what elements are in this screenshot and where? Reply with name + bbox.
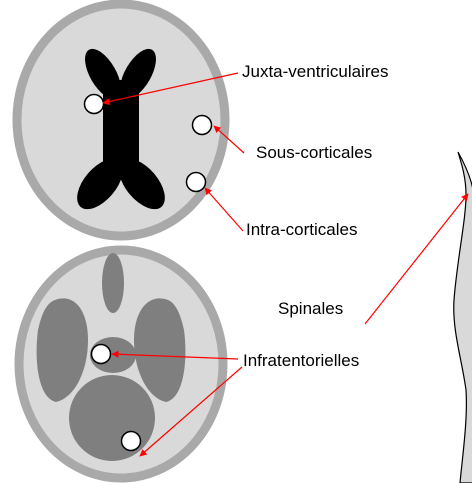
- brain-slice-lower: [19, 250, 223, 478]
- label-infratentorial: Infratentorielles: [243, 351, 359, 371]
- midline-structure: [102, 253, 124, 313]
- label-sous-cortical: Sous-corticales: [256, 143, 372, 163]
- label-spinal: Spinales: [278, 299, 343, 319]
- cerebellum: [69, 375, 155, 461]
- label-intra-cortical: Intra-corticales: [246, 220, 357, 240]
- label-juxta-ventricular: Juxta-ventriculaires: [242, 62, 388, 82]
- arrow-intra: [205, 188, 243, 231]
- arrow-spinales: [365, 194, 468, 324]
- lesion-juxta-ventricular: [85, 95, 104, 114]
- lesion-intra-cortical: [187, 173, 206, 192]
- lesion-brainstem: [92, 345, 111, 364]
- lesion-cerebellum: [122, 432, 141, 451]
- brain-slice-upper: [17, 4, 225, 236]
- spinal-cord: [454, 152, 472, 483]
- lesion-sous-cortical: [193, 116, 212, 135]
